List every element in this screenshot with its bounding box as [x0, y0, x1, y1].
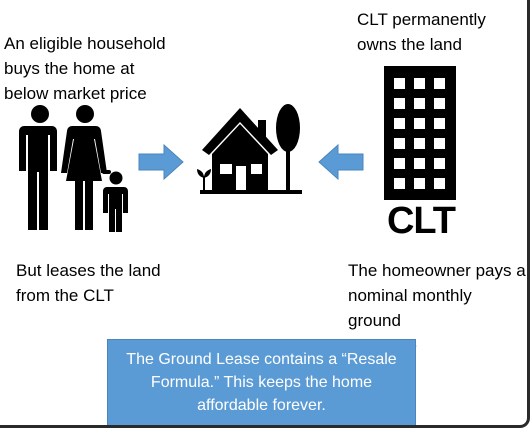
building-window [434, 78, 445, 89]
house-icon [197, 104, 302, 194]
building-window [394, 78, 405, 89]
building-window [434, 138, 445, 149]
building-window [414, 138, 425, 149]
building-window [434, 178, 445, 189]
building-window [394, 158, 405, 169]
resale-formula-note: The Ground Lease contains a “Resale Form… [107, 339, 416, 426]
building-window [434, 98, 445, 109]
building-window [394, 98, 405, 109]
building-window [414, 158, 425, 169]
building-window [394, 138, 405, 149]
building-window [414, 118, 425, 129]
clt-owns-land-label: CLT permanently owns the land [357, 10, 486, 54]
office-building-icon [384, 66, 456, 200]
building-window [394, 118, 405, 129]
building-window [414, 178, 425, 189]
building-window [394, 178, 405, 189]
household-buys-label: An eligible household buys the home at b… [4, 34, 166, 103]
arrow-left-icon [318, 144, 364, 180]
clt-label: CLT [386, 200, 456, 242]
building-window [414, 78, 425, 89]
leases-land-label: But leases the land from the CLT [16, 261, 161, 305]
building-window [434, 158, 445, 169]
family-icon [19, 105, 128, 232]
building-window [434, 118, 445, 129]
building-window [414, 98, 425, 109]
arrow-right-icon [138, 144, 184, 180]
